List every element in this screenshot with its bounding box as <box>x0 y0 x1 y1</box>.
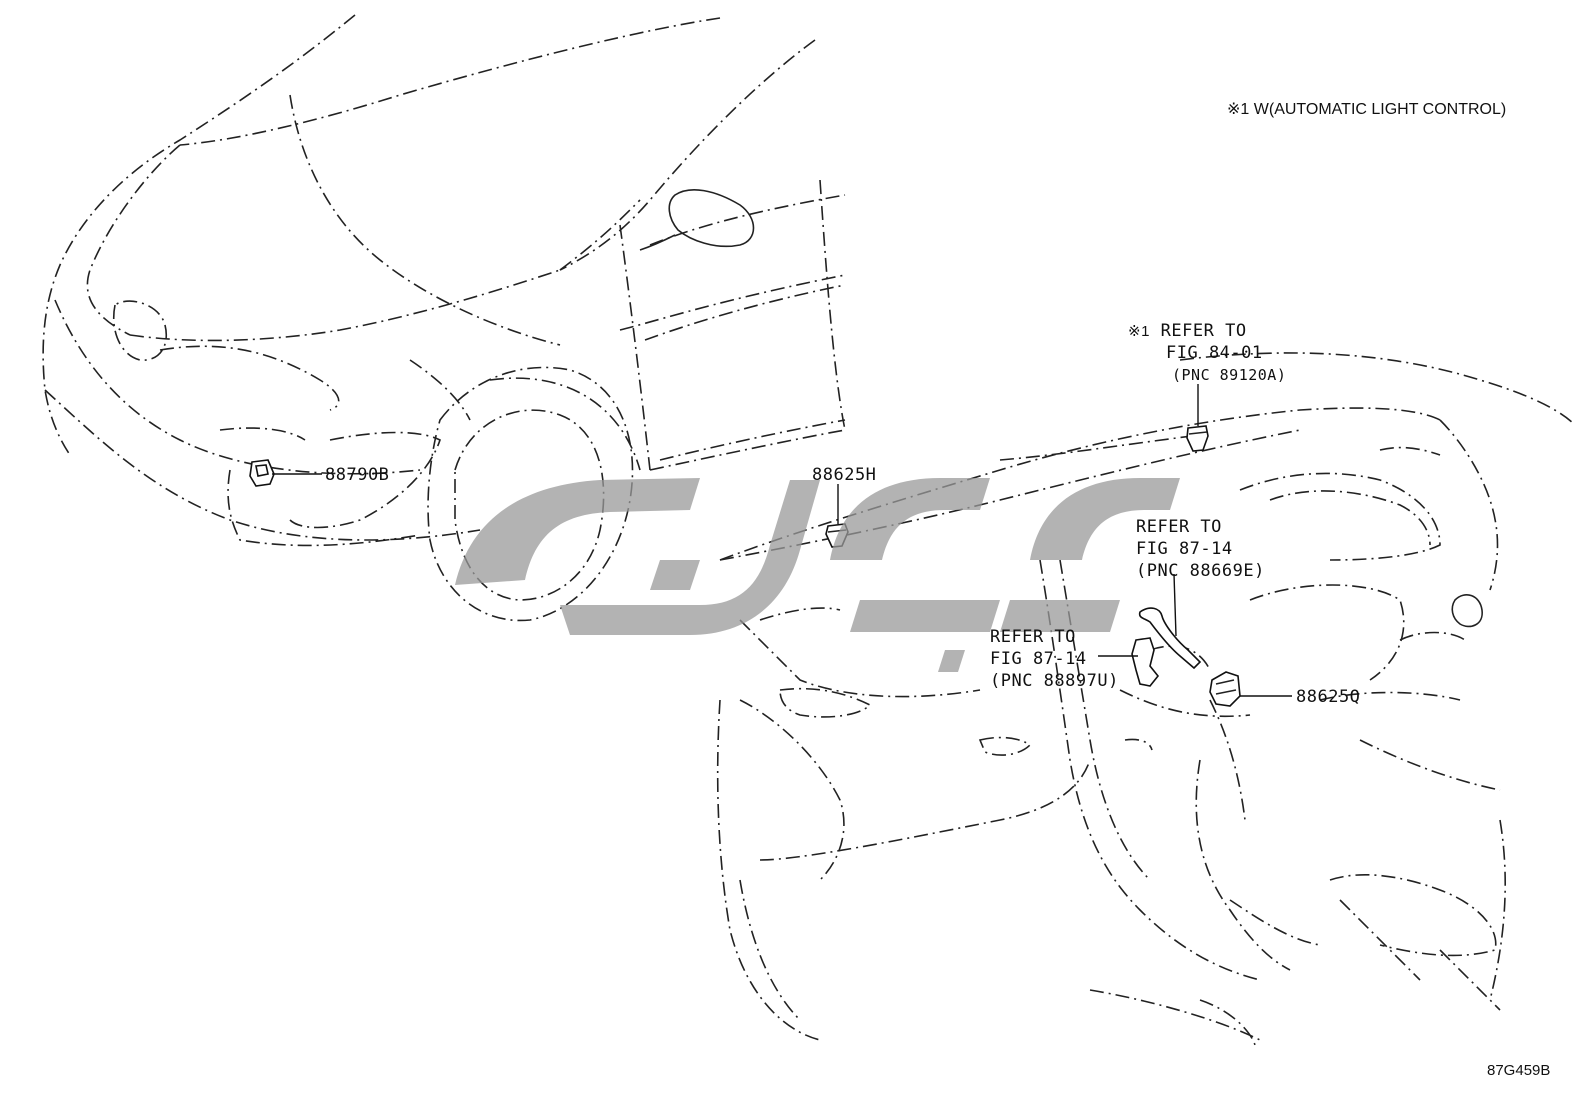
leader-lines <box>272 384 1292 697</box>
callout-88625q[interactable]: 88625Q <box>1296 687 1361 707</box>
reference-88669e-fig[interactable]: FIG 87-14 <box>1136 539 1233 559</box>
callout-88790b[interactable]: 88790B <box>325 465 390 485</box>
part-88625q-sensor <box>1209 671 1241 707</box>
dashboard-interior-drawing <box>716 352 1576 1046</box>
reference-light-control-pnc[interactable]: (PNC 89120A) <box>1172 366 1287 384</box>
reference-light-control-fig[interactable]: FIG 84-01 <box>1166 343 1263 363</box>
reference-mark: ※1 <box>1128 323 1150 340</box>
diagram-code: 87G459B <box>1487 1062 1551 1079</box>
reference-88669e-pnc[interactable]: (PNC 88669E) <box>1136 561 1265 581</box>
car-exterior-drawing <box>42 14 846 622</box>
callout-88625h[interactable]: 88625H <box>812 465 877 485</box>
legend-note-symbol: ※1 <box>1227 101 1250 118</box>
legend-note-text: W(AUTOMATIC LIGHT CONTROL) <box>1253 101 1507 118</box>
reference-88897u-pnc[interactable]: (PNC 88897U) <box>990 671 1119 691</box>
reference-light-control[interactable]: ※1 REFER TO <box>1128 320 1247 343</box>
reference-88669e-line1[interactable]: REFER TO <box>1136 517 1222 537</box>
part-89120a-light-sensor <box>1186 425 1209 452</box>
reference-line1: REFER TO <box>1160 321 1247 341</box>
watermark-logo <box>455 478 1180 672</box>
reference-88897u-line1[interactable]: REFER TO <box>990 627 1076 647</box>
legend-note: ※1 W(AUTOMATIC LIGHT CONTROL) <box>1227 99 1506 119</box>
part-88669e-hose <box>1138 607 1202 670</box>
part-88790b-sensor <box>249 459 275 487</box>
reference-88897u-fig[interactable]: FIG 87-14 <box>990 649 1087 669</box>
part-88897u-sensor <box>1131 637 1160 687</box>
